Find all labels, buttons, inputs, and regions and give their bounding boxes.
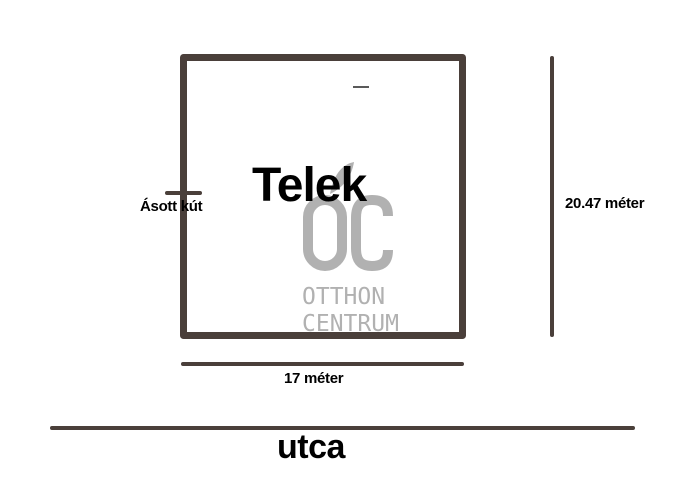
well-label: Ásott kút (140, 198, 203, 215)
street-label: utca (277, 428, 345, 466)
watermark-line-otthon: OTTHON (302, 284, 386, 310)
oc-logo-icon (303, 162, 393, 272)
watermark-line-centrum: CENTRUM (302, 311, 399, 337)
height-dimension-label: 20.47 méter (565, 195, 645, 212)
plot-outline (180, 54, 466, 339)
width-dimension-label: 17 méter (284, 370, 344, 387)
plot-title: Telek (252, 159, 367, 212)
